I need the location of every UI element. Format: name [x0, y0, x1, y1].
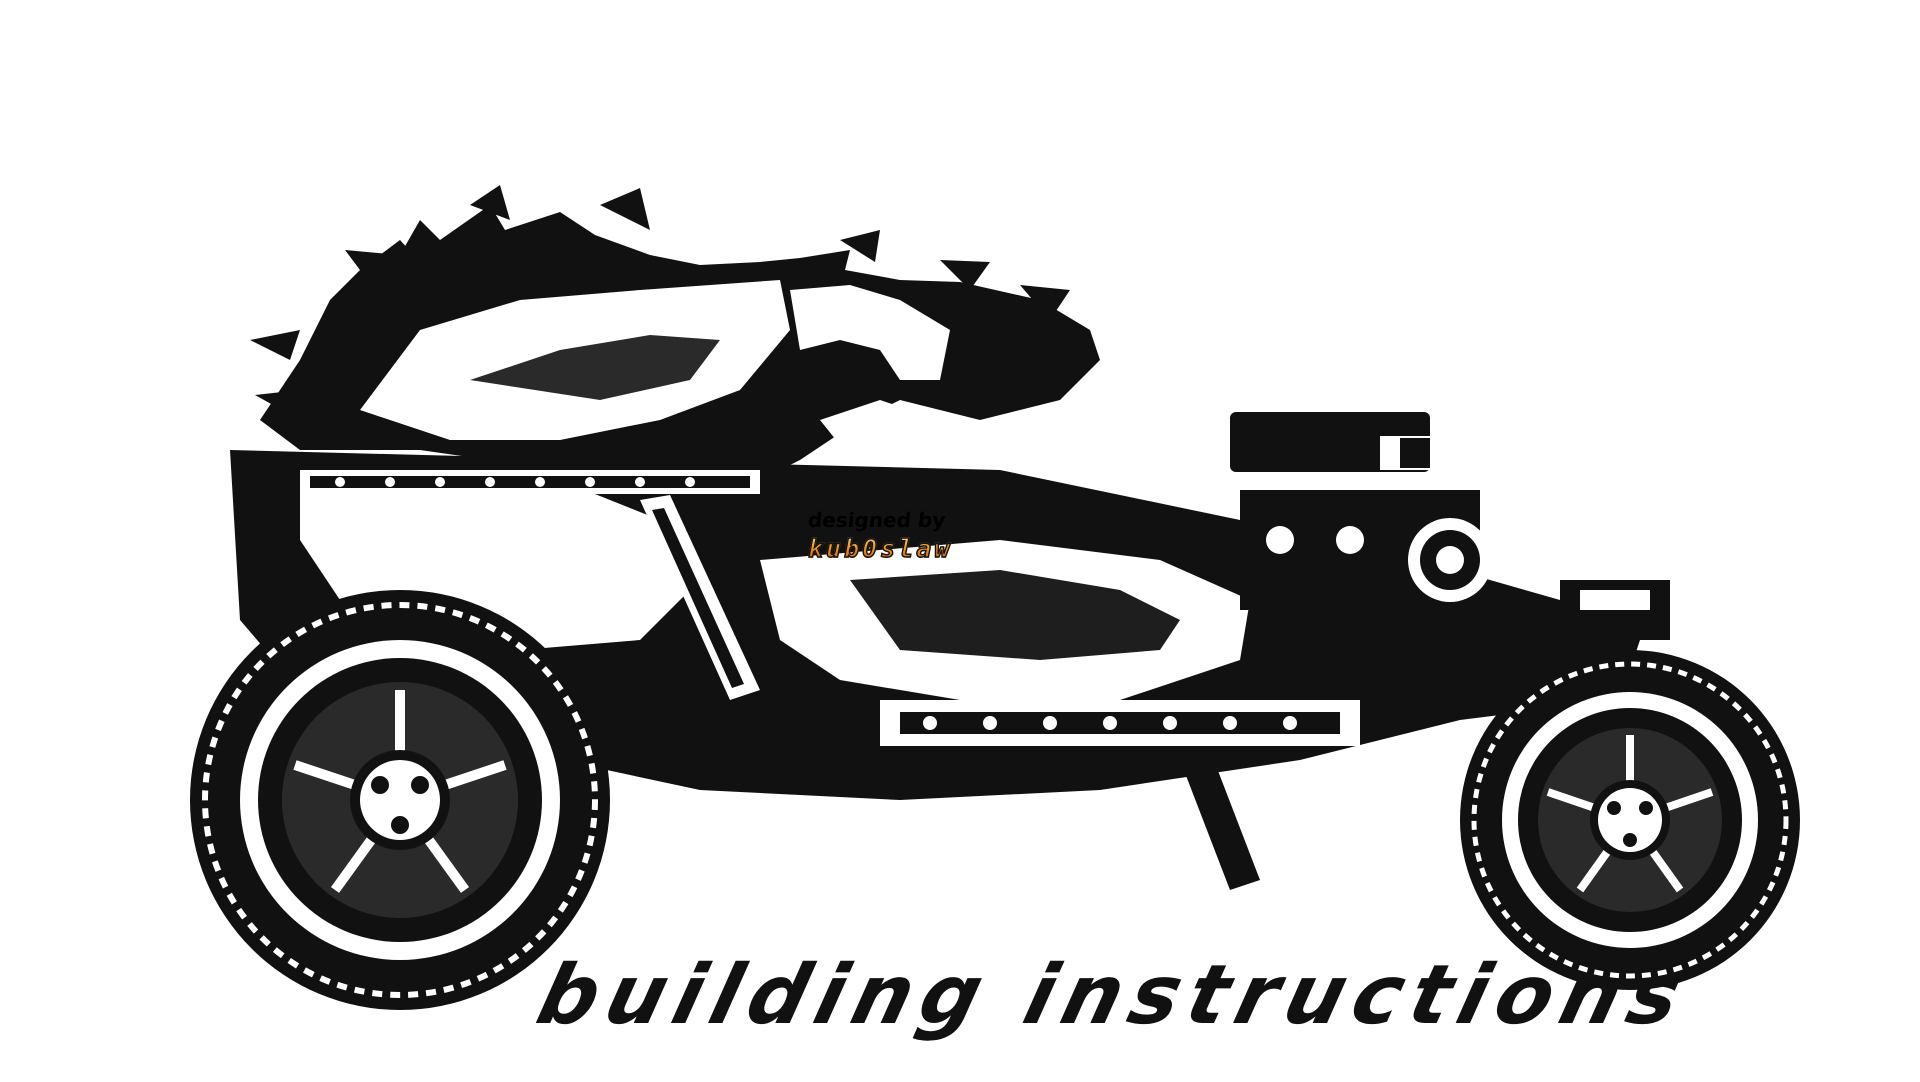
- front-wheel: [1460, 650, 1800, 990]
- credit-label: designed by: [806, 508, 947, 532]
- spiked-roof: [250, 185, 1100, 480]
- designer-name: kub0slaw: [807, 533, 998, 563]
- page-caption: building instructions: [528, 948, 1700, 1043]
- rear-wheel: [190, 590, 610, 1010]
- designer-credit: designed by kub0slaw: [806, 508, 998, 564]
- rear-cockpit: [1230, 412, 1670, 640]
